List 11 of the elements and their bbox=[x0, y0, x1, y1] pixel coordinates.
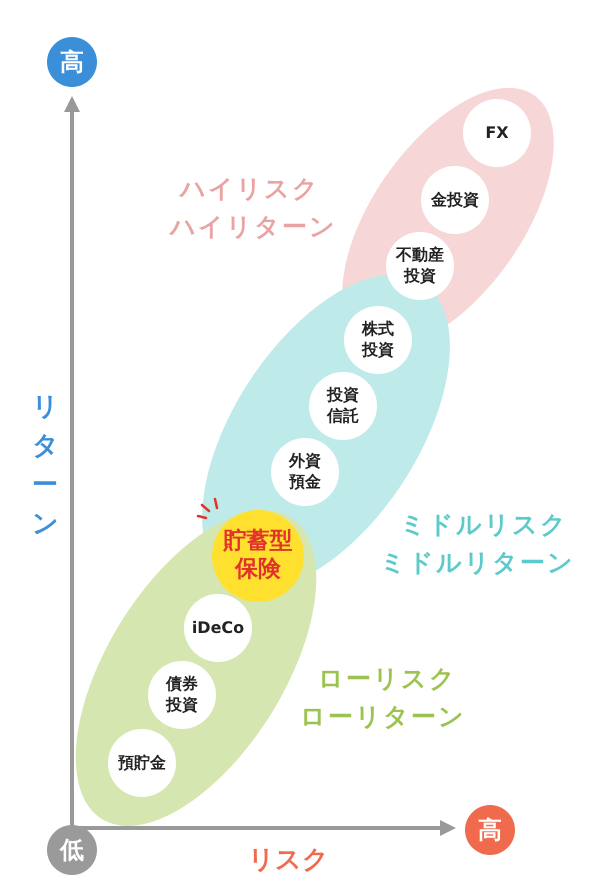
axis-label: リターン bbox=[32, 391, 58, 541]
axis-end-circle: 高 bbox=[47, 37, 97, 87]
axis-label: リスク bbox=[248, 844, 329, 877]
band-label: ミドルリターン bbox=[380, 547, 575, 579]
axis-end-circle: 低 bbox=[47, 825, 97, 875]
band-label: ハイリスク bbox=[180, 173, 320, 205]
band-label: ハイリターン bbox=[170, 211, 337, 243]
band-label: ローリスク bbox=[318, 663, 457, 695]
band-label: ミドルリスク bbox=[400, 509, 568, 541]
band-label: ローリターン bbox=[300, 701, 466, 733]
axis-end-circle: 高 bbox=[465, 805, 515, 855]
